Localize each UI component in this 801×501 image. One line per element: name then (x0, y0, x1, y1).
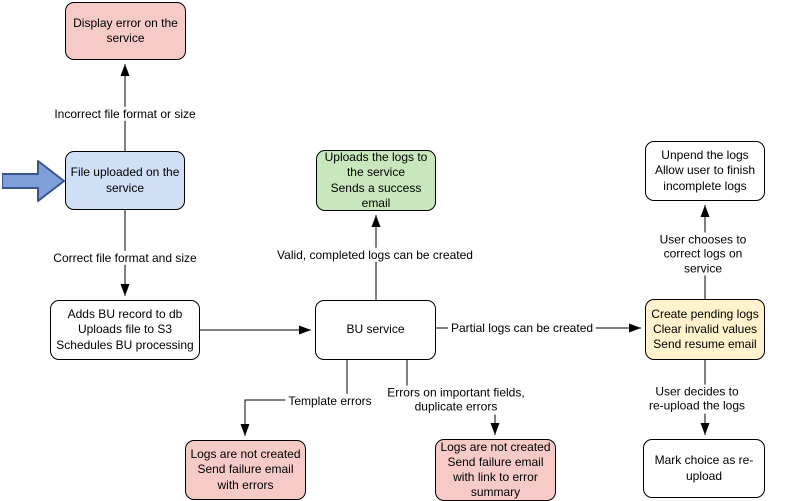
edge-label-important-fields: Errors on important fields, duplicate er… (384, 385, 528, 415)
node-mark-choice-reupload[interactable]: Mark choice as re- upload (643, 439, 765, 498)
edge-label-user-decides: User decides to re-upload the logs (645, 384, 749, 414)
node-create-pending-logs[interactable]: Create pending logs Clear invalid values… (645, 299, 765, 360)
edge-label-incorrect-format: Incorrect file format or size (51, 106, 199, 122)
edge-label-correct-format: Correct file format and size (50, 250, 200, 266)
node-logs-not-created-errors[interactable]: Logs are not created Send failure email … (185, 440, 306, 500)
flow-entry-arrow-icon[interactable] (2, 160, 66, 203)
edge-label-partial-logs: Partial logs can be created (447, 320, 597, 336)
node-adds-bu-record[interactable]: Adds BU record to db Uploads file to S3 … (50, 300, 200, 360)
node-logs-not-created-summary[interactable]: Logs are not created Send failure email … (435, 439, 556, 501)
node-display-error[interactable]: Display error on the service (65, 2, 186, 60)
node-uploads-logs-success[interactable]: Uploads the logs to the service Sends a … (316, 150, 436, 211)
node-unpend-logs[interactable]: Unpend the logs Allow user to finish inc… (645, 141, 765, 201)
node-file-uploaded[interactable]: File uploaded on the service (65, 151, 185, 210)
node-bu-service[interactable]: BU service (315, 300, 436, 360)
edge-label-user-chooses: User chooses to correct logs on service (654, 232, 752, 276)
edge-label-valid-logs: Valid, completed logs can be created (274, 247, 476, 263)
edge-label-template-errors: Template errors (285, 393, 375, 409)
